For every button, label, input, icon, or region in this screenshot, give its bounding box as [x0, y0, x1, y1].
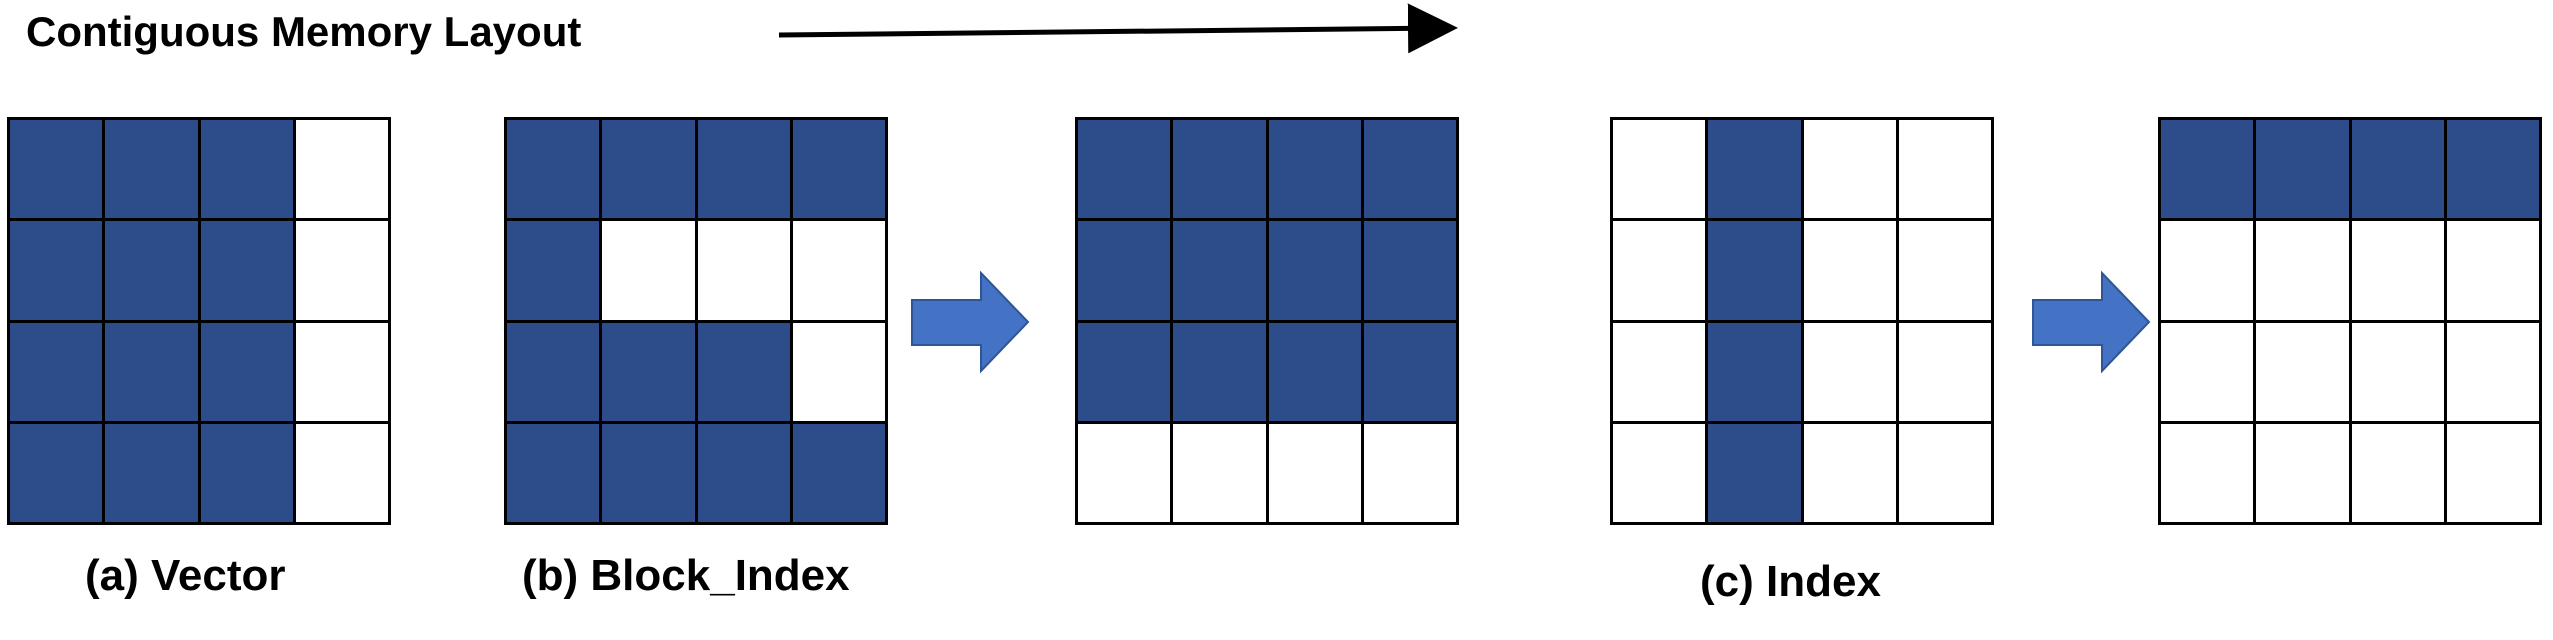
empty-cell: [295, 221, 388, 320]
empty-cell: [792, 221, 885, 320]
empty-cell: [2256, 423, 2349, 522]
filled-cell: [1173, 322, 1266, 421]
empty-cell: [1898, 120, 1991, 219]
filled-cell: [1708, 120, 1801, 219]
empty-cell: [792, 322, 885, 421]
vector-grid: [7, 117, 391, 525]
filled-cell: [1173, 221, 1266, 320]
filled-cell: [2256, 120, 2349, 219]
filled-cell: [1173, 120, 1266, 219]
transform-arrow-index: [2032, 270, 2151, 374]
filled-cell: [105, 423, 198, 522]
caption-vector: (a) Vector: [85, 551, 286, 600]
filled-cell: [697, 120, 790, 219]
empty-cell: [697, 221, 790, 320]
filled-cell: [1078, 120, 1171, 219]
filled-cell: [507, 322, 600, 421]
filled-cell: [200, 120, 293, 219]
empty-cell: [2446, 322, 2539, 421]
filled-cell: [105, 322, 198, 421]
filled-cell: [507, 423, 600, 522]
empty-cell: [2161, 221, 2254, 320]
filled-cell: [1078, 322, 1171, 421]
empty-cell: [2256, 221, 2349, 320]
filled-cell: [792, 423, 885, 522]
filled-cell: [200, 322, 293, 421]
index-grid-before: [1610, 117, 1994, 525]
filled-cell: [697, 322, 790, 421]
index-grid-after: [2158, 117, 2542, 525]
filled-cell: [1363, 120, 1456, 219]
filled-cell: [2446, 120, 2539, 219]
empty-cell: [295, 322, 388, 421]
empty-cell: [1898, 322, 1991, 421]
empty-cell: [1803, 322, 1896, 421]
filled-cell: [1268, 221, 1361, 320]
empty-cell: [295, 423, 388, 522]
filled-cell: [602, 120, 695, 219]
empty-cell: [1613, 120, 1706, 219]
empty-cell: [2351, 221, 2444, 320]
caption-index: (c) Index: [1700, 557, 1881, 606]
empty-cell: [2351, 322, 2444, 421]
empty-cell: [1803, 423, 1896, 522]
filled-cell: [507, 221, 600, 320]
empty-cell: [1898, 423, 1991, 522]
filled-cell: [10, 221, 103, 320]
filled-cell: [602, 423, 695, 522]
filled-cell: [2351, 120, 2444, 219]
empty-cell: [2161, 423, 2254, 522]
filled-cell: [1708, 322, 1801, 421]
filled-cell: [200, 221, 293, 320]
filled-cell: [1268, 322, 1361, 421]
empty-cell: [1173, 423, 1266, 522]
filled-cell: [1708, 221, 1801, 320]
filled-cell: [10, 120, 103, 219]
empty-cell: [1803, 221, 1896, 320]
filled-cell: [105, 221, 198, 320]
filled-cell: [1268, 120, 1361, 219]
empty-cell: [2351, 423, 2444, 522]
empty-cell: [2161, 322, 2254, 421]
empty-cell: [1613, 322, 1706, 421]
filled-cell: [697, 423, 790, 522]
block-index-grid-after: [1075, 117, 1459, 525]
filled-cell: [1078, 221, 1171, 320]
filled-cell: [105, 120, 198, 219]
filled-cell: [10, 423, 103, 522]
empty-cell: [1803, 120, 1896, 219]
block-index-grid-before: [504, 117, 888, 525]
caption-block-index: (b) Block_Index: [522, 551, 850, 600]
empty-cell: [1078, 423, 1171, 522]
empty-cell: [2446, 221, 2539, 320]
empty-cell: [1363, 423, 1456, 522]
filled-cell: [1363, 322, 1456, 421]
filled-cell: [602, 322, 695, 421]
transform-arrow-block-index: [911, 270, 1030, 374]
filled-cell: [1708, 423, 1801, 522]
empty-cell: [295, 120, 388, 219]
empty-cell: [2446, 423, 2539, 522]
filled-cell: [507, 120, 600, 219]
filled-cell: [10, 322, 103, 421]
memory-direction-arrow: [778, 3, 1458, 54]
empty-cell: [602, 221, 695, 320]
filled-cell: [792, 120, 885, 219]
filled-cell: [2161, 120, 2254, 219]
filled-cell: [200, 423, 293, 522]
empty-cell: [2256, 322, 2349, 421]
diagram-title: Contiguous Memory Layout: [26, 8, 582, 55]
empty-cell: [1613, 423, 1706, 522]
empty-cell: [1613, 221, 1706, 320]
empty-cell: [1898, 221, 1991, 320]
empty-cell: [1268, 423, 1361, 522]
filled-cell: [1363, 221, 1456, 320]
